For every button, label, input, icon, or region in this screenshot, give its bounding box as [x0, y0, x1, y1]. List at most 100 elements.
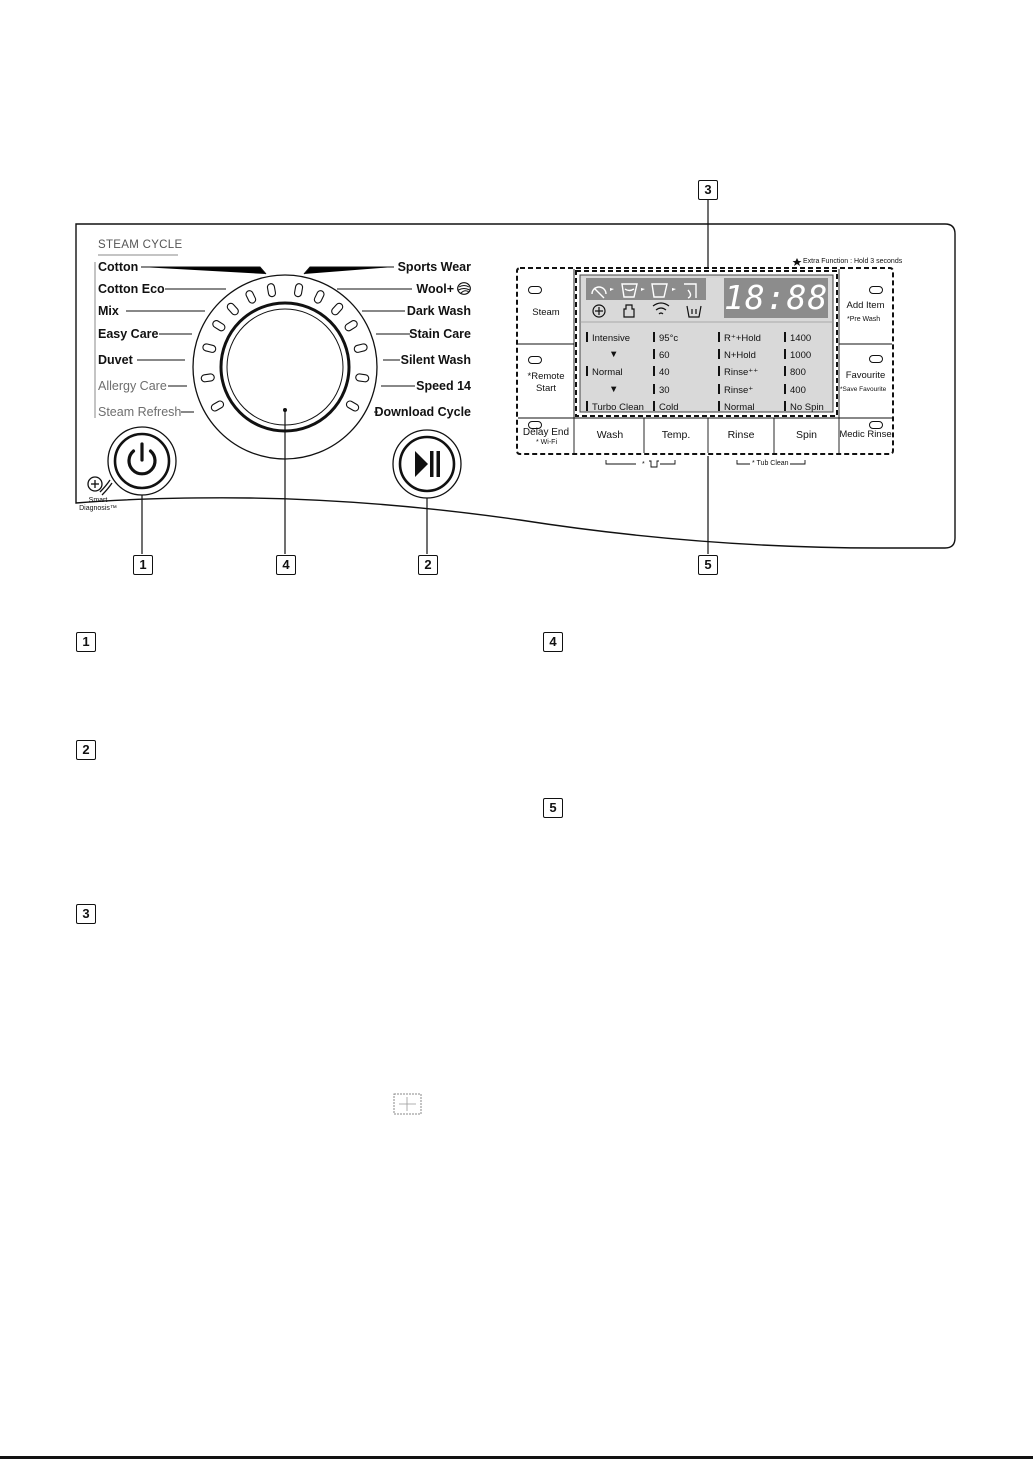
rinse-button[interactable]: Rinse	[727, 429, 755, 441]
remote-start-led	[528, 356, 542, 364]
extra-function-star	[792, 258, 802, 266]
steam-button[interactable]: Steam	[532, 307, 560, 318]
lcd-spin-no-spin: No Spin	[784, 401, 824, 413]
favourite-button[interactable]: Favourite	[845, 370, 886, 381]
lcd-wash-normal: Normal	[586, 366, 623, 378]
wifi-icon	[652, 302, 670, 315]
child-lock-icon	[623, 304, 635, 318]
lcd-rinse-normal: Normal	[718, 401, 755, 413]
program-mix[interactable]: Mix	[98, 304, 119, 318]
left-leader-lines	[126, 266, 267, 413]
dial-led	[353, 343, 368, 353]
favourite-extra: *Save Favourite	[840, 386, 887, 393]
callout-2: 2	[418, 555, 438, 575]
lcd-rinse-plus-plus: Rinse⁺⁺	[718, 366, 758, 378]
dial-led	[245, 290, 257, 304]
lcd-wash-intensive: Intensive	[586, 332, 630, 344]
legend-callout-2: 2	[76, 740, 96, 760]
lcd-spin-1400: 1400	[784, 332, 811, 344]
program-wool-plus[interactable]: Wool+	[416, 282, 454, 296]
button-cell-lines	[518, 269, 892, 453]
dial-led	[345, 400, 360, 412]
dial-program-leds	[200, 283, 370, 412]
dial-led	[212, 320, 226, 332]
smart-diagnosis-icon	[87, 476, 113, 496]
program-allergy-care[interactable]: Allergy Care	[98, 379, 167, 393]
dial-led	[210, 400, 225, 412]
program-silent-wash[interactable]: Silent Wash	[400, 353, 471, 367]
smart-diagnosis-label: Smart Diagnosis™	[79, 497, 117, 512]
time-display: 18:88	[724, 278, 829, 317]
add-item-led	[869, 286, 883, 294]
add-item-button[interactable]: Add Item	[846, 300, 885, 311]
lcd-wash-turbo-clean: Turbo Clean	[586, 401, 644, 413]
legend-callout-4: 4	[543, 632, 563, 652]
child-lock-small-icon	[649, 460, 659, 468]
lcd-temp-95: 95°c	[653, 332, 678, 344]
program-dark-wash[interactable]: Dark Wash	[406, 304, 471, 318]
child-lock-note: *	[642, 461, 645, 468]
display-dashed-box	[575, 270, 838, 417]
cycle-progress-strip	[586, 278, 706, 300]
lcd-temp-60: 60	[653, 349, 670, 361]
medic-rinse-led	[869, 421, 883, 429]
dial-led	[266, 283, 277, 298]
lcd-rinse-r-hold: R⁺+Hold	[718, 332, 761, 344]
remote-start-button[interactable]: *Remote Start	[527, 371, 565, 394]
status-icons	[592, 302, 702, 318]
medic-rinse-button[interactable]: Medic Rinse	[839, 429, 892, 440]
lcd-wash-arrow-1: ▼	[609, 349, 619, 360]
add-item-extra: *Pre Wash	[847, 316, 881, 323]
legend-callout-3: 3	[76, 904, 96, 924]
program-cotton[interactable]: Cotton	[98, 260, 139, 274]
play-pause-icon	[415, 451, 440, 477]
program-sports-wear[interactable]: Sports Wear	[397, 260, 471, 274]
lcd-temp-30: 30	[653, 384, 670, 396]
program-steam-refresh[interactable]: Steam Refresh	[98, 405, 182, 419]
lcd-rinse-plus: Rinse⁺	[718, 384, 753, 396]
temp-button[interactable]: Temp.	[661, 429, 691, 441]
program-easy-care[interactable]: Easy Care	[98, 327, 159, 341]
dial-led	[226, 302, 239, 316]
lcd-temp-40: 40	[653, 366, 670, 378]
delay-end-extra: * Wi-Fi	[536, 439, 557, 446]
program-stain-care[interactable]: Stain Care	[409, 327, 471, 341]
panel-outline	[75, 223, 956, 549]
dial-led	[293, 283, 304, 298]
page-bottom-rule	[0, 1456, 1033, 1459]
legend-callout-5: 5	[543, 798, 563, 818]
callout-4: 4	[276, 555, 296, 575]
lcd-rinse-n-hold: N+Hold	[718, 349, 756, 361]
lcd-temp-cold: Cold	[653, 401, 679, 413]
spin-button[interactable]: Spin	[795, 429, 817, 441]
dial-led	[313, 290, 325, 304]
dial-led	[355, 373, 370, 383]
lcd-spin-800: 800	[784, 366, 806, 378]
detergent-icon	[686, 305, 702, 318]
right-leader-lines	[303, 266, 415, 413]
lcd-spin-1000: 1000	[784, 349, 811, 361]
program-duvet[interactable]: Duvet	[98, 353, 133, 367]
dial-led	[331, 302, 344, 316]
program-speed-14[interactable]: Speed 14	[416, 379, 471, 393]
program-cotton-eco[interactable]: Cotton Eco	[98, 282, 165, 296]
callout-5: 5	[698, 555, 718, 575]
delay-end-button[interactable]: Delay End	[522, 427, 570, 438]
callout-1: 1	[133, 555, 153, 575]
dial-led	[202, 343, 217, 353]
cycle-progress-icons	[591, 283, 697, 299]
time-display-box	[724, 278, 828, 318]
button-area-dashed-box	[516, 267, 894, 455]
wash-button[interactable]: Wash	[596, 429, 624, 441]
tub-clean-note: * Tub Clean	[752, 460, 789, 467]
steam-status-icon	[592, 304, 606, 318]
extra-function-note: Extra Function : Hold 3 seconds	[803, 258, 903, 265]
legend-callout-1: 1	[76, 632, 96, 652]
wool-icon	[457, 282, 471, 295]
dial-led	[344, 320, 358, 332]
program-download-cycle[interactable]: Download Cycle	[374, 405, 471, 419]
callout-3-top: 3	[698, 180, 718, 200]
power-icon	[127, 442, 157, 476]
dial-led	[200, 373, 215, 383]
